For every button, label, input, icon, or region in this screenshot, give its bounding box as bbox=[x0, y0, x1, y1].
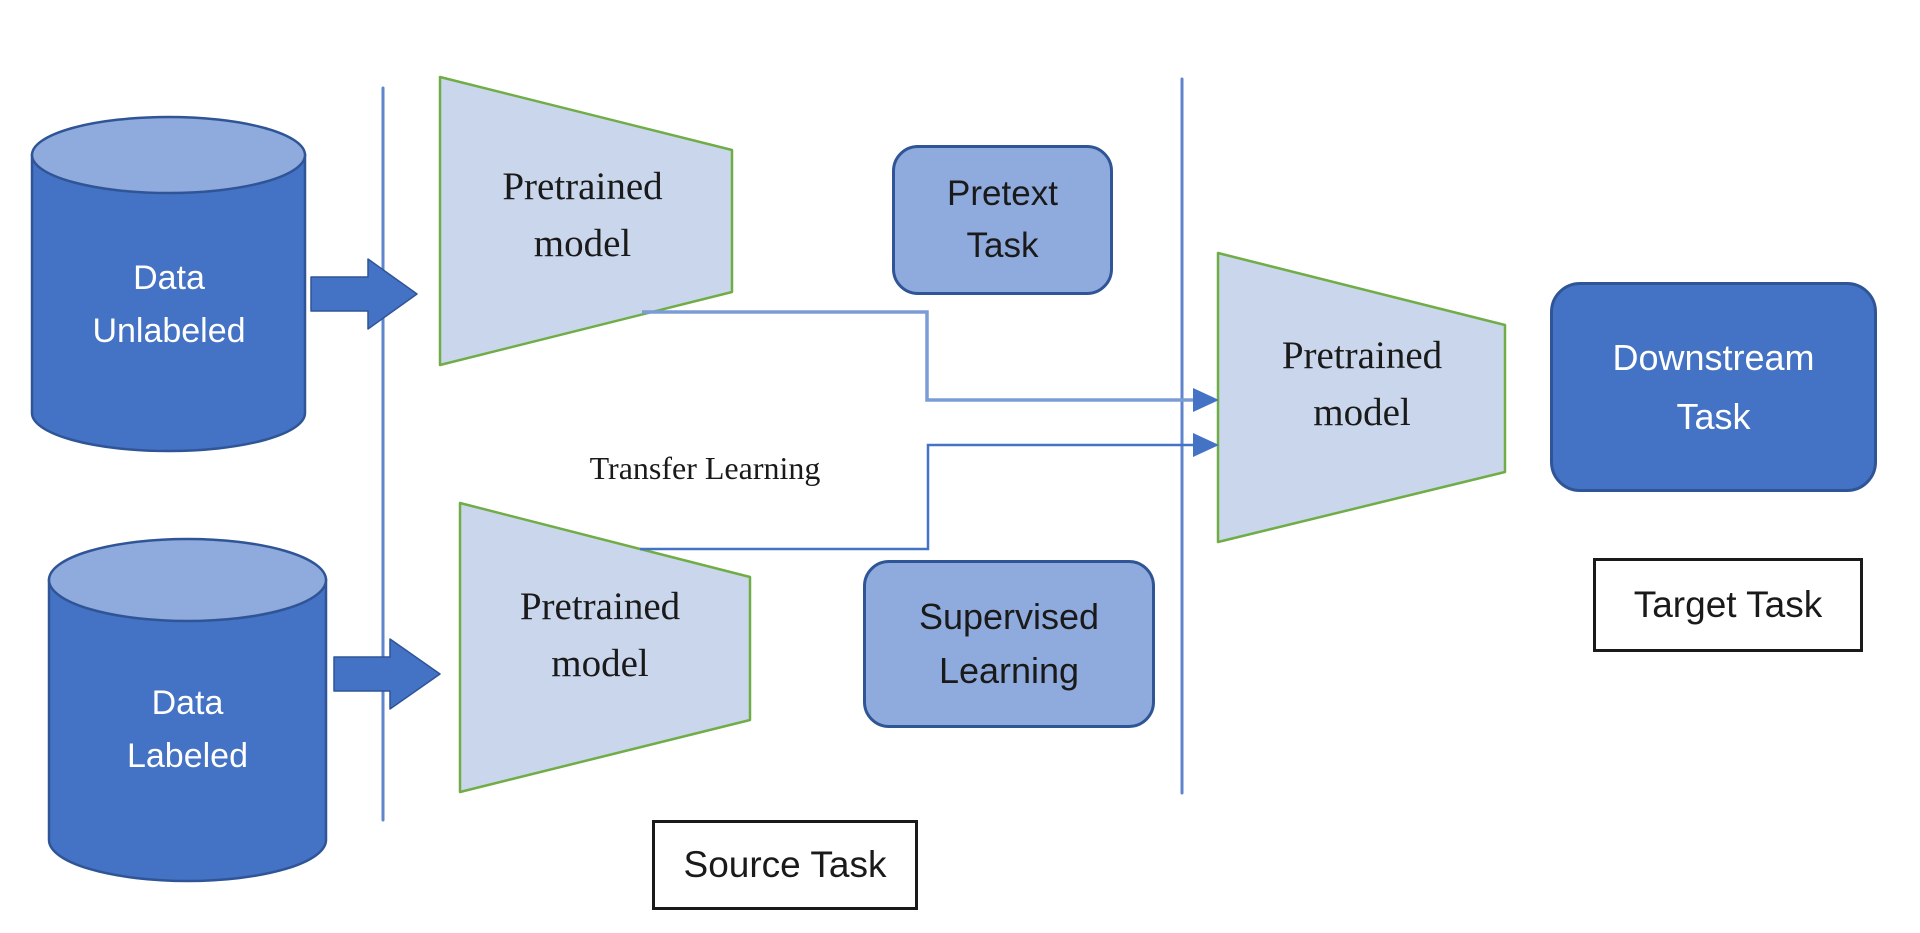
pretext-task-box: Pretext Task bbox=[892, 145, 1113, 295]
arrow-labeled-to-model-icon bbox=[333, 638, 441, 710]
downstream-task-box: Downstream Task bbox=[1550, 282, 1877, 492]
cylinder-top-ellipse bbox=[30, 115, 307, 195]
cylinder-body bbox=[47, 578, 328, 883]
cylinder-data-labeled bbox=[47, 537, 328, 883]
trapezoid-pretrained-model-source-top bbox=[438, 75, 734, 367]
source-task-box: Source Task bbox=[652, 820, 918, 910]
connector-bottom-model-to-target bbox=[640, 443, 1195, 551]
arrow-unlabeled-to-model-icon bbox=[310, 258, 418, 330]
trapezoid-pretrained-model-source-bottom bbox=[458, 501, 752, 794]
cylinder-data-unlabeled bbox=[30, 115, 307, 453]
connector-top-arrowhead-icon bbox=[1193, 388, 1219, 412]
target-task-box: Target Task bbox=[1593, 558, 1863, 652]
trapezoid-pretrained-model-target bbox=[1216, 251, 1507, 544]
cylinder-top-ellipse bbox=[47, 537, 328, 623]
cylinder-body bbox=[30, 153, 307, 453]
supervised-learning-box: Supervised Learning bbox=[863, 560, 1155, 728]
connector-bottom-arrowhead-icon bbox=[1193, 433, 1219, 457]
connector-top-model-to-target bbox=[642, 310, 1195, 402]
